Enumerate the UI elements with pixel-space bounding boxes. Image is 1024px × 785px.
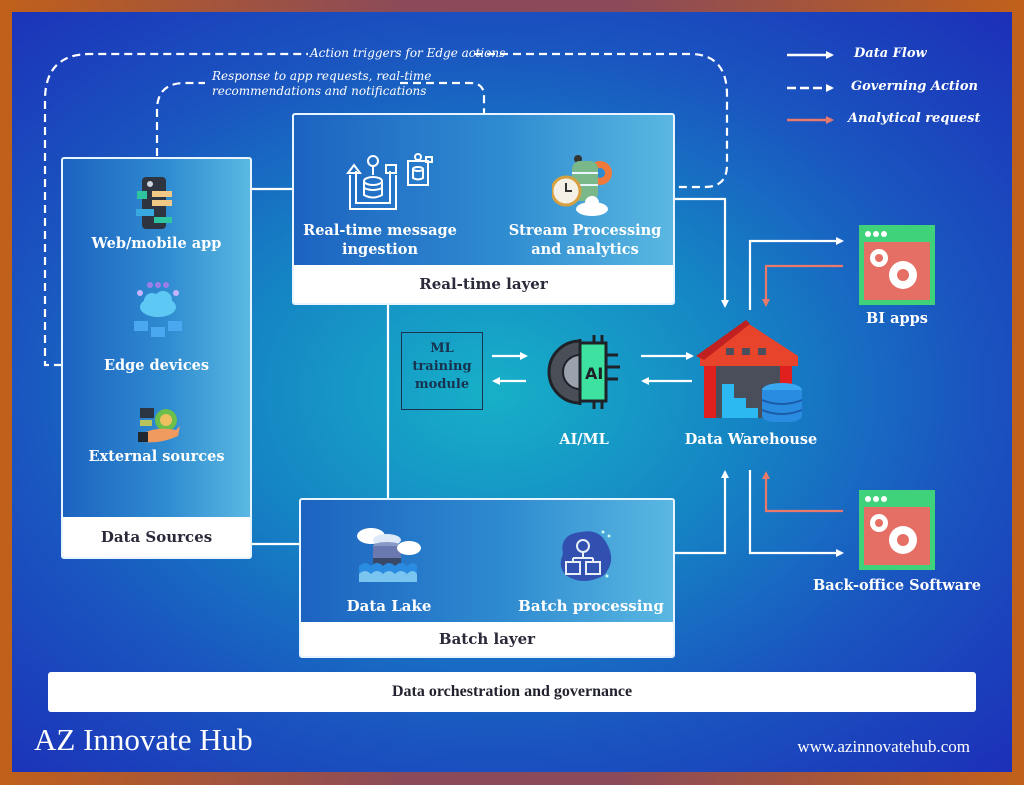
stream-processing-label: Stream Processing and analytics — [500, 221, 670, 259]
app-response-line-1: Response to app requests, real-time — [212, 69, 432, 83]
data-lake-label: Data Lake — [346, 597, 432, 615]
realtime-layer-title: Real-time layer — [294, 265, 673, 303]
ml-training-module: ML training module — [401, 332, 483, 410]
legend-analytical-request: Analytical request — [848, 111, 981, 126]
source-external-sources: External sources — [88, 448, 225, 465]
mobile-app-icon — [136, 177, 172, 229]
cloud-network-icon — [134, 282, 182, 337]
ml-line-1: ML — [430, 341, 454, 356]
ingestion-line-1: Real-time message — [303, 222, 457, 239]
website-link[interactable]: www.azinnovatehub.com — [797, 737, 970, 756]
brand-name: AZ Innovate Hub — [34, 722, 253, 757]
data-sources-panel: Web/mobile app Edge devices External sou… — [61, 157, 252, 559]
data-lake-icon — [357, 528, 421, 582]
ai-ml-icon: AI — [547, 335, 620, 409]
app-response-line-2: recommendations and notifications — [212, 84, 427, 98]
batch-processing-label: Batch processing — [518, 597, 664, 615]
backoffice-software-label: Back-office Software — [813, 577, 981, 594]
backoffice-software-icon — [859, 490, 935, 570]
legend-data-flow: Data Flow — [854, 46, 927, 61]
source-edge-devices: Edge devices — [103, 357, 210, 374]
edge-actions-annotation: Action triggers for Edge actions — [310, 46, 506, 60]
ingestion-icon — [346, 153, 433, 210]
stream-line-2: and analytics — [531, 241, 639, 258]
data-sources-title: Data Sources — [63, 517, 250, 557]
data-warehouse-icon — [696, 320, 803, 422]
batch-layer-panel: Data Lake Batch processing Batch layer — [299, 498, 675, 658]
batch-processing-icon — [560, 530, 612, 581]
source-web-mobile-app: Web/mobile app — [91, 235, 222, 252]
batch-layer-title: Batch layer — [301, 622, 673, 656]
ml-line-3: module — [414, 377, 470, 392]
stream-line-1: Stream Processing — [508, 222, 662, 239]
stream-processing-icon — [552, 155, 612, 216]
ml-line-2: training — [412, 359, 472, 374]
realtime-ingestion-label: Real-time message ingestion — [294, 221, 466, 259]
governance-bar: Data orchestration and governance — [48, 672, 976, 712]
bi-apps-icon — [859, 225, 935, 305]
ingestion-line-2: ingestion — [342, 241, 418, 258]
external-sources-icon — [138, 408, 180, 443]
ai-ml-label: AI/ML — [559, 431, 609, 448]
ai-chip-text: AI — [585, 364, 603, 383]
app-response-annotation: Response to app requests, real-time reco… — [212, 69, 431, 99]
bi-apps-label: BI apps — [866, 310, 928, 327]
data-warehouse-label: Data Warehouse — [684, 431, 818, 448]
realtime-layer-panel: Real-time message ingestion Stream Proce… — [292, 113, 675, 305]
legend-governing-action: Governing Action — [851, 79, 978, 94]
